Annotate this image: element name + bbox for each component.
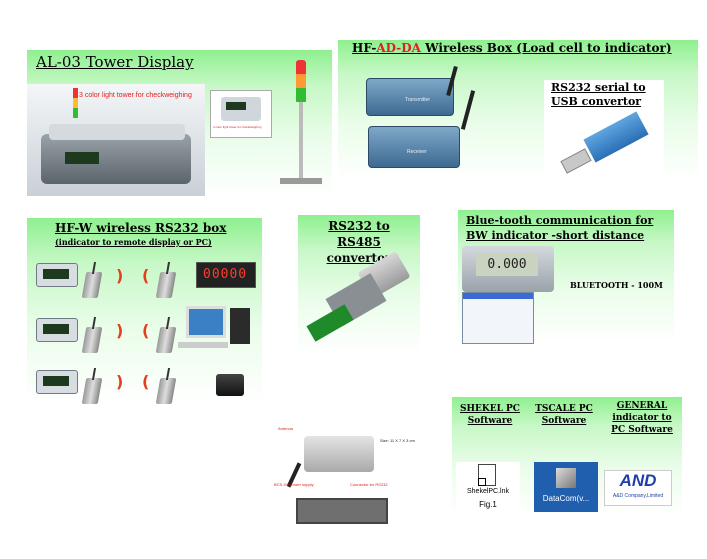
bluetooth-indicator-image: 0.000 bbox=[462, 246, 554, 346]
antenna-2 bbox=[460, 90, 476, 130]
general-line2: indicator to bbox=[612, 413, 672, 423]
tower-pole bbox=[299, 102, 303, 180]
bluetooth-note: BLUETOOTH - 100M bbox=[570, 280, 663, 290]
module-box bbox=[304, 436, 374, 472]
shekelpc-filename: ShekelPC.lnk bbox=[466, 488, 510, 495]
hfadda-title-red: AD-DA bbox=[376, 41, 421, 55]
usb-converter-board bbox=[583, 111, 649, 163]
small-caption: 3 color light tower for checkweighing bbox=[213, 125, 262, 129]
tower-amber bbox=[296, 74, 306, 88]
tower-light-small bbox=[73, 88, 78, 118]
hfw-subtitle: (indicator to remote display or PC) bbox=[55, 237, 212, 247]
bt-indicator-lcd: 0.000 bbox=[476, 254, 538, 276]
hfw-indicator-1-lcd bbox=[43, 269, 69, 279]
pc-keyboard bbox=[178, 342, 228, 348]
tower-caption: 3 color light tower for checkweighing bbox=[79, 92, 192, 99]
tscale-title: TSCALE PC Software bbox=[530, 403, 598, 427]
rs485-line1: RS232 to RS485 bbox=[328, 219, 390, 249]
scale-body bbox=[41, 134, 191, 184]
shekel-line1: SHEKEL PC bbox=[460, 404, 520, 414]
pc-monitor bbox=[186, 306, 226, 338]
remote-display-value: 00000 bbox=[203, 267, 248, 282]
hfw-indicator-3 bbox=[36, 370, 78, 394]
shortcut-arrow-icon bbox=[478, 478, 486, 486]
tower-red bbox=[296, 60, 306, 74]
indicator-small-image: 3 color light tower for checkweighing bbox=[210, 90, 272, 138]
usb-converter-image bbox=[556, 111, 660, 180]
hfw-wave-3: ) bbox=[116, 372, 124, 391]
bt-window-titlebar bbox=[463, 293, 533, 299]
datacom-shortcut[interactable]: DataCom(v... bbox=[534, 462, 598, 512]
module-size-label: Size: 11 X 7 X 3 cm bbox=[380, 438, 415, 443]
bluetooth-title: Blue-tooth communication for BW indicato… bbox=[466, 213, 653, 243]
module-antenna-label: Antenna bbox=[278, 426, 293, 431]
and-logo-text: AND bbox=[619, 471, 657, 490]
hfw-indicator-2-lcd bbox=[43, 324, 69, 334]
rs485-converter-image bbox=[304, 251, 414, 348]
rs232usb-line2: USB convertor bbox=[551, 95, 642, 108]
wireless-module-image: Antenna Size: 11 X 7 X 3 cm BCS-XV power… bbox=[268, 420, 415, 524]
datacom-icon bbox=[556, 468, 576, 488]
checkweigher-image: 3 color light tower for checkweighing bbox=[27, 84, 205, 196]
pc-image bbox=[178, 306, 258, 352]
hfw-wave-1b: ( bbox=[142, 266, 150, 285]
receiver-box: Receiver bbox=[368, 126, 460, 168]
rs232usb-line1: RS232 serial to bbox=[551, 81, 646, 94]
hfw-wave-1: ) bbox=[116, 266, 124, 285]
shekelpc-shortcut[interactable]: ShekelPC.lnk Fig.1 bbox=[456, 462, 520, 512]
hfadda-title-prefix: HF- bbox=[352, 41, 377, 55]
usb-plug bbox=[560, 148, 592, 174]
tower-green bbox=[296, 88, 306, 102]
and-logo-subtitle: A&D Company,Limited bbox=[612, 493, 664, 499]
tscale-line1: TSCALE PC bbox=[535, 404, 593, 414]
shekel-line2: Software bbox=[467, 416, 513, 426]
module-power-label: BCS-XV power supply bbox=[274, 482, 314, 487]
receiver-label: Receiver bbox=[407, 149, 427, 155]
general-line1: GENERAL bbox=[616, 401, 668, 411]
transmitter-box: Transmitter bbox=[366, 78, 454, 116]
tscale-line2: Software bbox=[541, 416, 587, 426]
hfw-title: HF-W wireless RS232 box bbox=[55, 221, 227, 235]
bluetooth-line1: Blue-tooth communication for bbox=[466, 214, 654, 227]
hfw-indicator-3-lcd bbox=[43, 376, 69, 386]
hfw-indicator-2 bbox=[36, 318, 78, 342]
remote-display: 00000 bbox=[196, 262, 256, 288]
hfw-wave-3b: ( bbox=[142, 372, 150, 391]
module-connector-label: Connector for RS232 bbox=[350, 482, 388, 487]
general-title: GENERAL indicator to PC Software bbox=[606, 400, 678, 436]
hfadda-title-suffix: Wireless Box (Load cell to indicator) bbox=[420, 41, 672, 55]
fig-label: Fig.1 bbox=[479, 500, 497, 509]
hfw-wave-2b: ( bbox=[142, 321, 150, 340]
hfw-wave-2: ) bbox=[116, 321, 124, 340]
module-base bbox=[296, 498, 388, 524]
transmitter-label: Transmitter bbox=[405, 97, 431, 103]
wireless-box-image: Transmitter Receiver bbox=[362, 62, 486, 174]
terminal-block bbox=[306, 304, 354, 342]
printer-image bbox=[216, 374, 244, 396]
bluetooth-line2: BW indicator -short distance bbox=[466, 229, 645, 242]
datacom-label: DataCom(v... bbox=[542, 494, 590, 503]
scale-lcd bbox=[65, 152, 99, 164]
light-tower-image bbox=[276, 60, 326, 190]
shekel-title: SHEKEL PC Software bbox=[456, 403, 524, 427]
tower-base bbox=[280, 178, 322, 184]
and-logo: AND A&D Company,Limited bbox=[604, 470, 672, 506]
rs232usb-title: RS232 serial to USB convertor bbox=[551, 81, 646, 109]
pc-tower bbox=[230, 308, 250, 344]
general-line3: PC Software bbox=[611, 425, 673, 435]
bt-indicator-body: 0.000 bbox=[462, 246, 554, 292]
bt-software-window bbox=[462, 292, 534, 344]
indicator-small-lcd bbox=[226, 102, 246, 110]
al03-title: AL-03 Tower Display bbox=[36, 53, 194, 71]
hfw-indicator-1 bbox=[36, 263, 78, 287]
hfadda-title: HF-AD-DA Wireless Box (Load cell to indi… bbox=[352, 41, 672, 55]
scale-platter bbox=[49, 124, 185, 140]
